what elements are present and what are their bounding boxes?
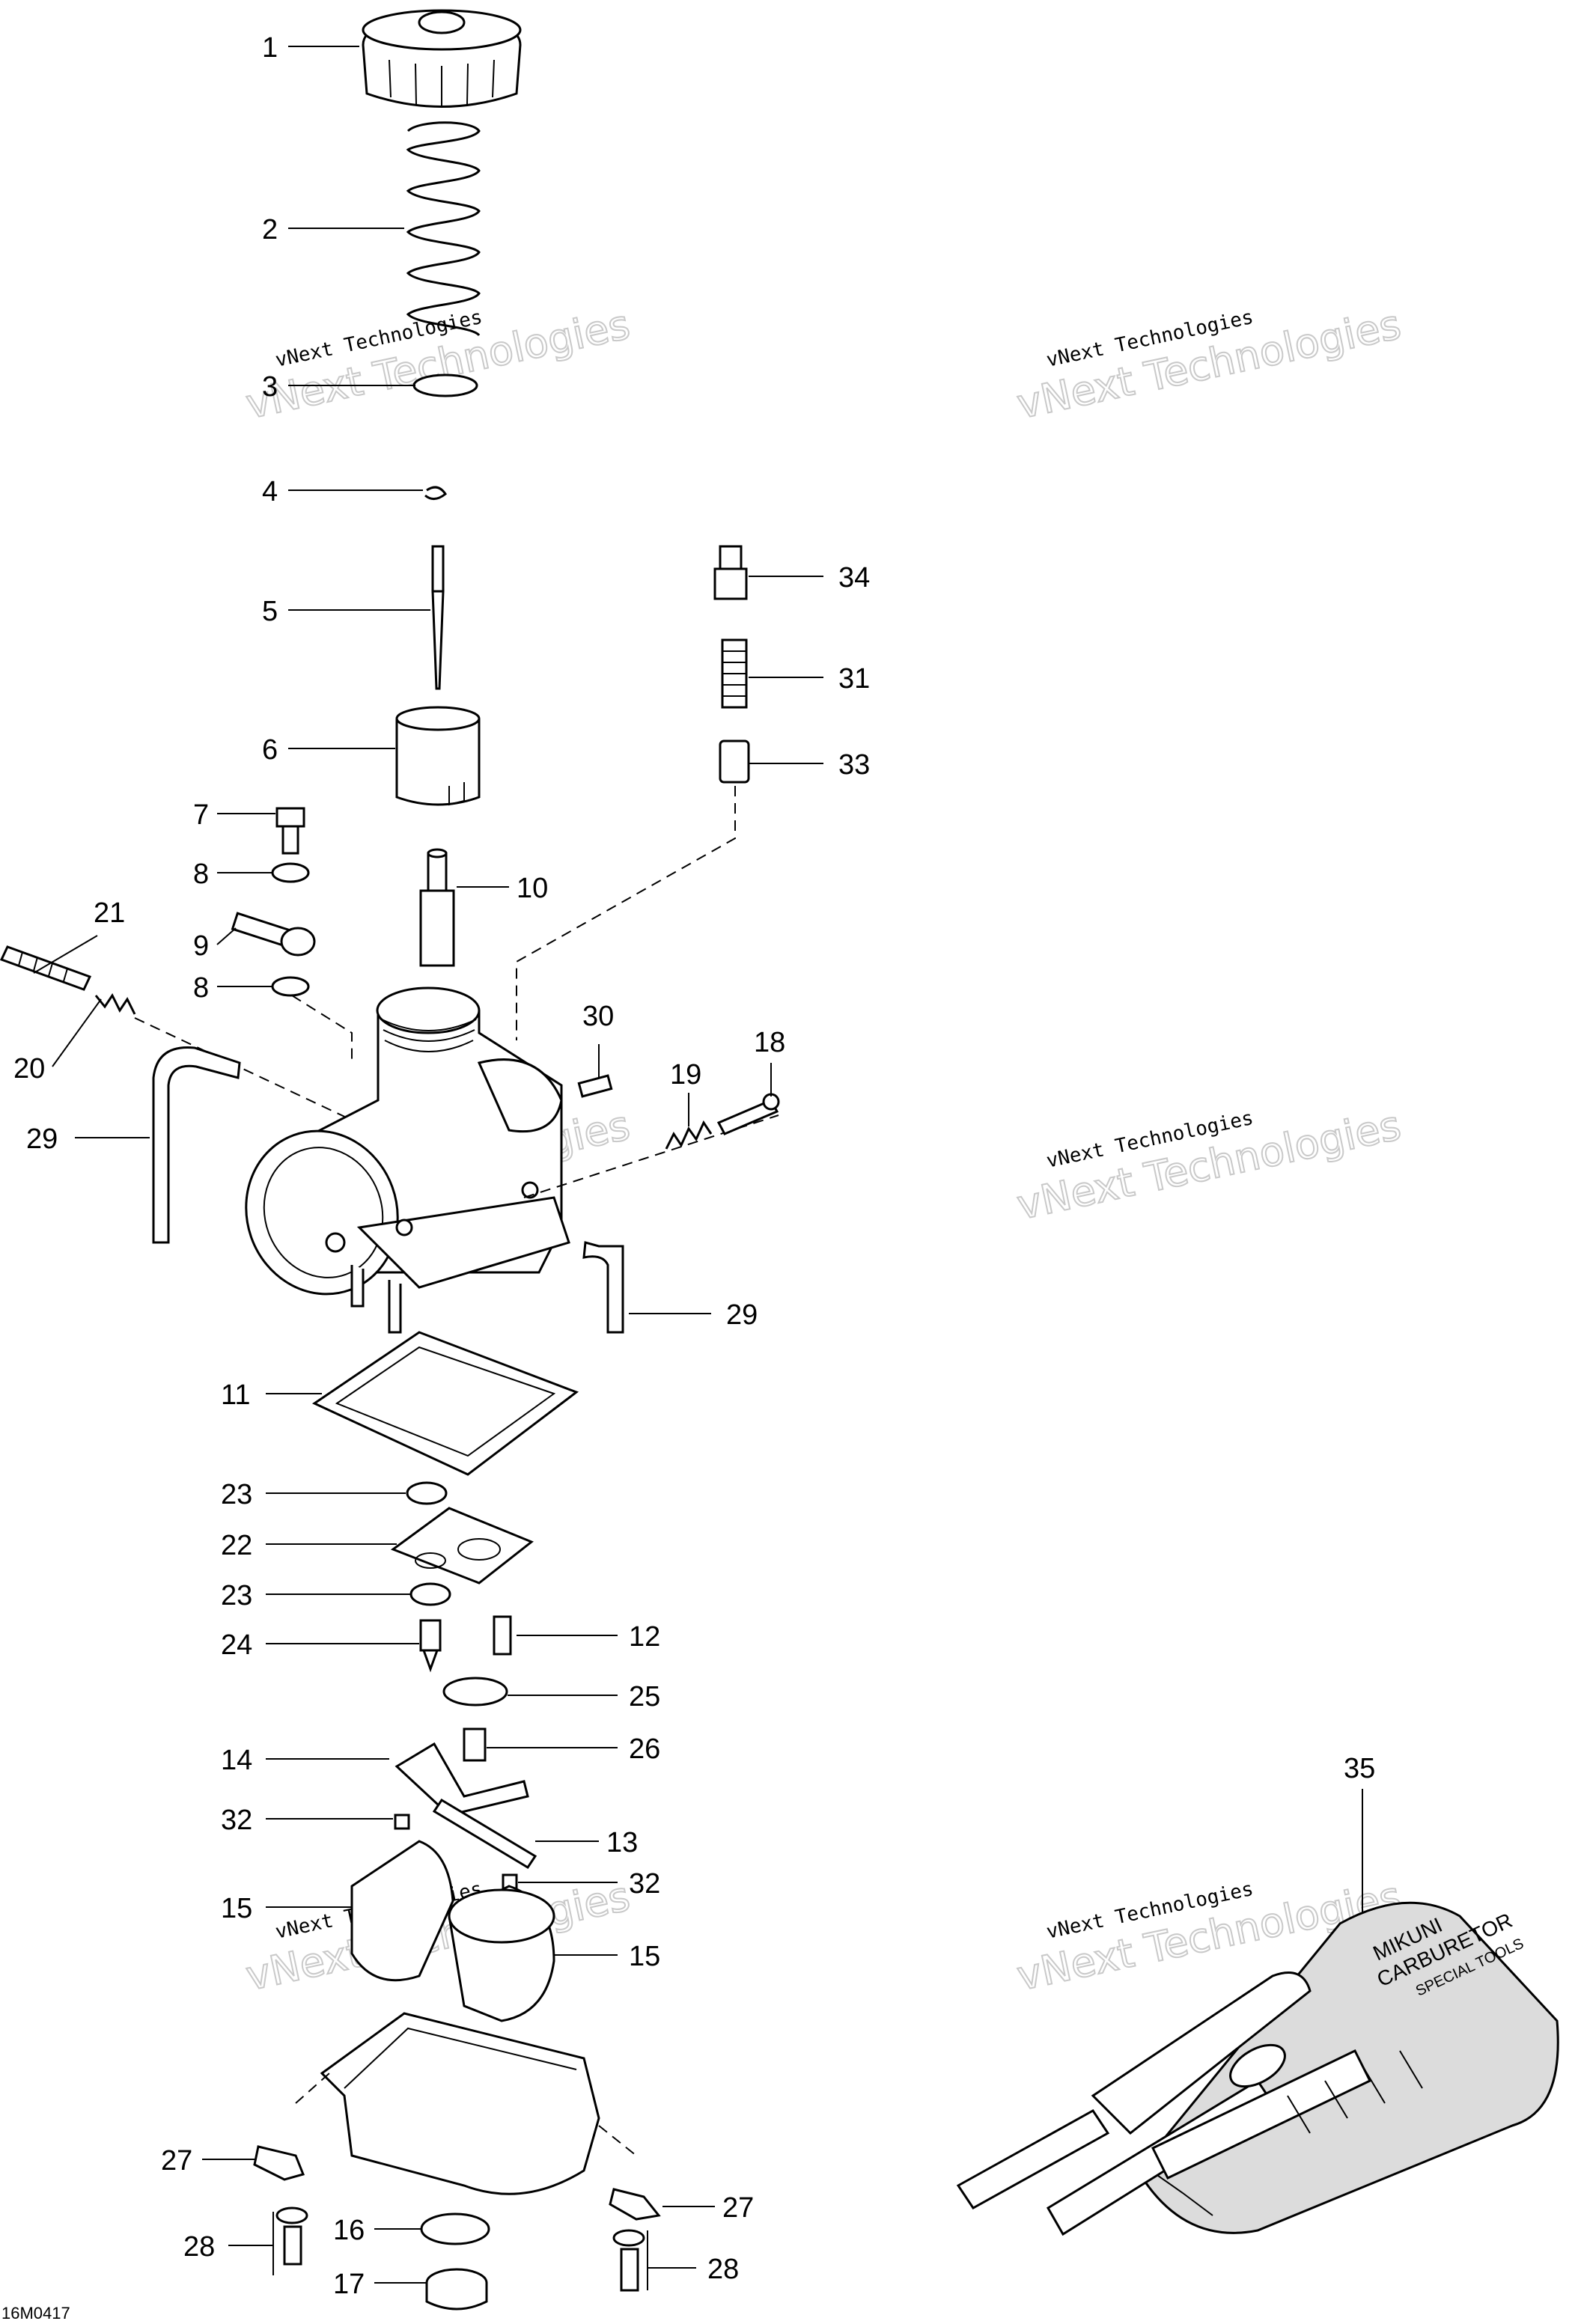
callout-34: 34 (838, 562, 870, 594)
part-throttle-stop-screw (716, 1093, 780, 1135)
callout-24: 24 (221, 1629, 252, 1661)
watermark-4: vNext Technologies vNext Technologies (1012, 1101, 1406, 1230)
callout-25: 25 (629, 1681, 660, 1712)
part-bolt (275, 807, 305, 855)
watermark-2: vNext Technologies vNext Technologies (1012, 300, 1406, 429)
callout-23-upper: 23 (221, 1479, 252, 1510)
part-float-arm (395, 1742, 529, 1817)
part-cable-adjuster (713, 545, 748, 600)
tool-screwdriver-1 (956, 2109, 1110, 2209)
part-spring-seat (412, 373, 478, 397)
callout-2: 2 (262, 214, 278, 245)
part-air-screw (577, 1074, 613, 1098)
part-main-jet-washer (442, 1677, 508, 1707)
part-cap (362, 9, 522, 108)
part-idle-screw (0, 945, 92, 991)
part-cable-spring (721, 638, 748, 709)
part-jet-needle (431, 545, 445, 690)
part-carburetor-body (245, 986, 570, 1334)
part-tool-kit: MIKUNI CARBURETOR SPECIAL TOOLS (956, 1901, 1559, 2236)
callout-19: 19 (670, 1059, 701, 1091)
callout-21: 21 (94, 897, 125, 929)
part-throttle-valve (395, 706, 481, 806)
part-idle-spring (94, 993, 136, 1015)
callout-14: 14 (221, 1745, 252, 1776)
callout-17: 17 (333, 2269, 365, 2300)
callout-16: 16 (333, 2215, 365, 2246)
callout-32-left: 32 (221, 1805, 252, 1836)
part-washer-upper (271, 862, 310, 883)
callout-23-lower: 23 (221, 1580, 252, 1611)
part-baffle-plate (390, 1507, 534, 1585)
callout-labels: 1 2 3 4 5 6 7 8 9 8 10 21 20 29 34 31 33… (13, 32, 1375, 2300)
callout-33: 33 (838, 749, 870, 781)
part-bowl-clip-left (253, 2145, 305, 2181)
tool-wrench (1151, 2049, 1372, 2180)
part-o-ring-upper (406, 1481, 448, 1505)
part-washer-lower (271, 976, 310, 997)
callout-27-right: 27 (722, 2192, 754, 2224)
callout-35: 35 (1344, 1753, 1375, 1784)
callout-29-left: 29 (26, 1123, 58, 1155)
tool-screwdriver-handle (1091, 1971, 1312, 2135)
callout-4: 4 (262, 476, 278, 507)
diagram-code: 16M0417 (1, 2304, 70, 2323)
callout-28-left: 28 (183, 2231, 215, 2263)
part-drain-plug (425, 2268, 488, 2311)
callout-20: 20 (13, 1053, 45, 1085)
callout-5: 5 (262, 596, 278, 627)
part-starter-plunger (419, 848, 455, 967)
callout-10: 10 (517, 873, 548, 904)
callout-9: 9 (193, 930, 209, 962)
callout-18: 18 (754, 1027, 785, 1058)
part-vent-tube-right (582, 1241, 624, 1334)
callout-15-left: 15 (221, 1893, 252, 1924)
part-throttle-stop-spring (665, 1120, 713, 1150)
callout-32-right: 32 (629, 1868, 660, 1900)
part-float-pin (432, 1798, 537, 1870)
callout-22: 22 (221, 1530, 252, 1561)
part-cable-end (719, 739, 750, 784)
callout-8-lower: 8 (193, 972, 209, 1004)
callout-7: 7 (193, 799, 209, 831)
part-bowl-screw-left (275, 2206, 308, 2266)
tool-knurled-grip (1229, 2043, 1286, 2088)
part-e-clip (424, 486, 448, 500)
callout-1: 1 (262, 32, 278, 64)
callout-31: 31 (838, 663, 870, 695)
part-float-left (350, 1840, 454, 1982)
callout-29-right: 29 (726, 1299, 758, 1331)
callout-6: 6 (262, 734, 278, 766)
callout-8-upper: 8 (193, 858, 209, 890)
callout-30: 30 (582, 1001, 614, 1032)
part-main-jet (463, 1727, 487, 1762)
part-bowl-screw-right (612, 2229, 645, 2292)
callout-27-left: 27 (161, 2145, 192, 2177)
part-float-bowl (320, 2012, 600, 2195)
part-spring (406, 121, 481, 337)
part-bowl-clip-right (609, 2188, 661, 2221)
callout-3: 3 (262, 371, 278, 403)
callout-28-right: 28 (707, 2254, 739, 2285)
part-vent-tube-left (152, 1046, 241, 1244)
part-banjo-fitting (231, 912, 316, 957)
part-float-pin-left (394, 1814, 410, 1830)
callout-26: 26 (629, 1733, 660, 1765)
part-needle-valve-seat (419, 1619, 442, 1673)
callout-15-right: 15 (629, 1941, 660, 1972)
part-o-ring-lower (409, 1582, 451, 1606)
watermark-1: vNext Technologies vNext Technologies (241, 300, 635, 429)
part-pilot-jet (493, 1615, 512, 1656)
part-float-right (448, 1885, 555, 2022)
callout-11: 11 (221, 1379, 250, 1411)
callout-leaders (33, 46, 1363, 2290)
part-float-bowl-gasket (311, 1331, 579, 1476)
callout-13: 13 (606, 1827, 638, 1858)
part-drain-o-ring (420, 2212, 490, 2245)
callout-12: 12 (629, 1621, 660, 1653)
